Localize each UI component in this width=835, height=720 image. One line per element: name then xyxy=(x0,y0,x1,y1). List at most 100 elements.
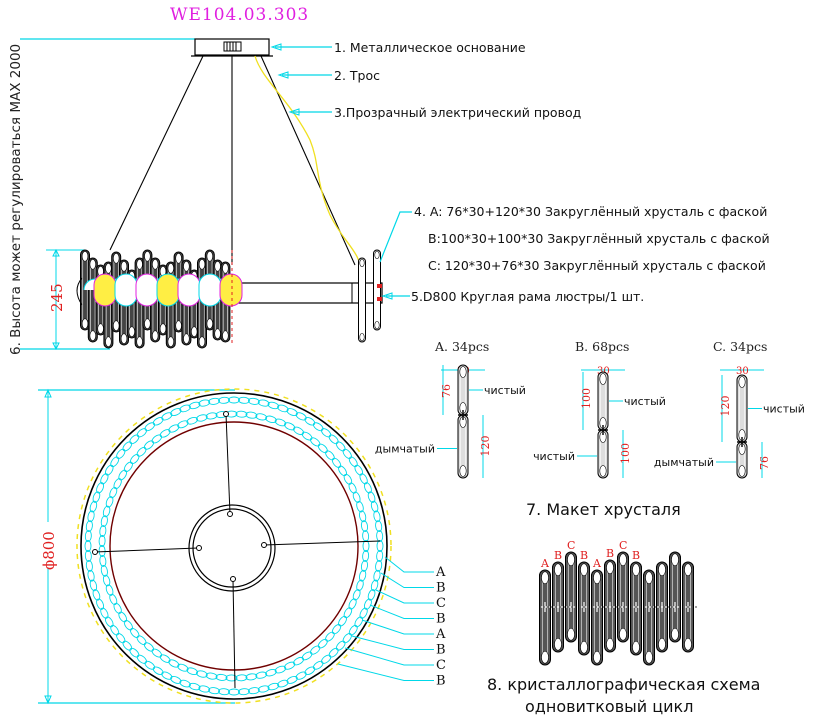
ring-crystal-bead xyxy=(274,665,287,674)
ring-crystal-bead xyxy=(177,420,189,429)
ring-crystal-bead xyxy=(277,679,289,688)
ring-crystal-bead xyxy=(301,651,313,661)
ring-crystal-bead xyxy=(359,473,368,485)
scallop-bottom xyxy=(219,273,243,307)
ring-crystal-bead xyxy=(109,486,118,499)
side-crystal-band xyxy=(76,249,243,349)
ring-crystal-bead xyxy=(360,520,369,532)
ring-crystal-bead xyxy=(129,454,140,465)
ring-label: B xyxy=(436,674,446,689)
ring-crystal-bead xyxy=(375,559,383,572)
callout-cable: 2. Трос xyxy=(334,68,380,83)
ring-crystal-bead xyxy=(218,396,230,404)
ring-crystal-bead xyxy=(352,491,361,503)
ring-crystal-bead xyxy=(100,607,109,619)
ring-crystal-bead xyxy=(245,673,258,681)
cable-left xyxy=(109,55,204,251)
inner-frame-ring xyxy=(109,421,359,671)
ring-crystal-bead xyxy=(325,450,335,461)
ring-crystal-bead xyxy=(286,408,298,417)
crystal-lower-segment xyxy=(457,414,469,479)
ring-crystal-bead xyxy=(89,500,98,513)
ring-crystal-bead xyxy=(360,560,369,572)
ring-crystal-bead xyxy=(238,688,250,696)
height-adjust-label: 6. Высота может регулироваться MAX 2000 xyxy=(8,44,24,355)
ring-crystal-bead xyxy=(238,396,250,404)
crystal-lower-segment xyxy=(736,441,748,479)
ring-crystal-bead xyxy=(362,550,370,562)
ring-crystal-bead xyxy=(168,659,180,668)
ring-crystal-bead xyxy=(358,569,367,582)
ring-crystal-bead xyxy=(354,464,364,476)
ring-crystal-bead xyxy=(348,598,357,610)
ring-crystal-bead xyxy=(143,642,155,652)
crystal-top-length: 76 xyxy=(440,384,453,398)
crystal-top-length: 120 xyxy=(719,396,732,417)
ring-crystal-bead xyxy=(196,414,208,422)
ring-crystal-bead xyxy=(343,607,353,619)
ring-crystal-bead xyxy=(87,510,95,523)
ring-crystal-bead xyxy=(304,666,316,676)
ring-crystal-bead xyxy=(99,555,107,567)
right-crystal-pair xyxy=(358,249,381,343)
ring-crystal-bead xyxy=(293,426,305,436)
scallop-bottom xyxy=(177,273,201,307)
callout-wire: 3.Прозрачный электрический провод xyxy=(334,105,581,120)
ring-crystal-bead xyxy=(170,675,182,684)
ring-crystal-bead xyxy=(325,631,335,642)
scheme-label: B xyxy=(632,549,640,562)
ring-crystal-bead xyxy=(225,674,238,682)
ring-crystal-bead xyxy=(105,584,114,596)
ring-crystal-bead xyxy=(342,448,352,459)
ring-crystal-bead xyxy=(177,663,189,672)
ring-crystal-bead xyxy=(85,520,93,533)
crystal-upper-segment xyxy=(597,371,609,431)
ring-crystal-bead xyxy=(317,443,328,454)
ring-leader-line xyxy=(369,604,434,619)
ring-crystal-bead xyxy=(376,530,384,542)
ring-crystal-bead xyxy=(328,434,339,445)
ring-crystal-bead xyxy=(109,593,118,606)
ring-crystal-bead xyxy=(205,672,218,680)
ring-label: B xyxy=(436,643,446,658)
ring-crystal-bead xyxy=(198,685,211,693)
ring-crystal-bead xyxy=(284,422,296,431)
ring-crystal-bead xyxy=(92,491,101,503)
ring-crystal-bead xyxy=(335,640,346,651)
crystal-layout: A. 34pcs3076120чистыйдымчатыйB. 68pcs301… xyxy=(375,339,805,479)
ring-leader-line xyxy=(351,635,434,650)
ring-crystal-bead xyxy=(100,473,109,485)
ring-crystal-bead xyxy=(96,598,105,610)
ring-crystal-bead xyxy=(312,660,324,670)
ring-crystal-bead xyxy=(321,428,332,438)
callout-crystal-b: B:100*30+100*30 Закруглённый хрусталь с … xyxy=(428,231,770,246)
ring-crystal-bead xyxy=(373,510,381,523)
ring-crystal-bead xyxy=(367,589,376,601)
ring-crystal-bead xyxy=(295,671,307,680)
side-view: 6. Высота может регулироваться MAX 2000 … xyxy=(8,38,770,355)
ring-crystal-bead xyxy=(136,428,147,438)
callout-crystal-a: 4. A: 76*30+120*30 Закруглённый хрусталь… xyxy=(414,204,767,219)
height-dimension: 245 xyxy=(46,248,85,351)
ring-crystal-bead xyxy=(356,579,364,592)
ring-crystal-bead xyxy=(136,654,147,664)
ring-crystal-bead xyxy=(104,616,114,628)
ring-label: B xyxy=(436,612,446,627)
crystal-rings xyxy=(84,396,384,696)
ring-crystal-bead xyxy=(143,440,155,450)
ring-crystal-bead xyxy=(100,564,108,577)
ring-label: A xyxy=(435,627,446,642)
callout-metal-base: 1. Металлическое основание xyxy=(334,40,526,55)
ring-crystal-bead xyxy=(85,559,93,572)
ring-crystal-bead xyxy=(179,679,191,688)
crystal-lower-segment xyxy=(597,429,609,479)
scallop-bottom xyxy=(93,273,117,307)
ring-crystal-bead xyxy=(100,515,108,528)
ring-crystal-bead xyxy=(335,441,346,452)
height-dimension-value: 245 xyxy=(48,283,66,312)
crystal-width-value: 30 xyxy=(736,366,749,377)
ring-crystal-bead xyxy=(370,500,379,513)
callout-crystal-c: C: 120*30+76*30 Закруглённый хрусталь с … xyxy=(428,258,766,273)
ring-crystal-bead xyxy=(87,569,95,582)
